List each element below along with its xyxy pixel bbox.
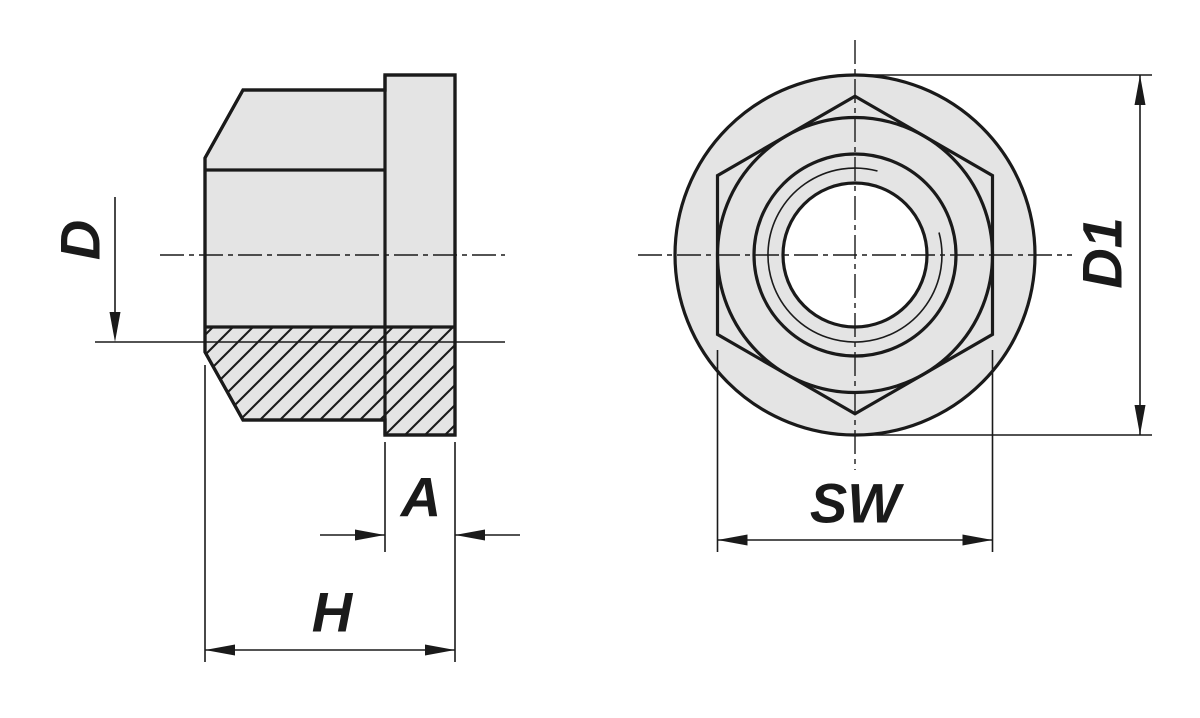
dimension-thread-diameter: D	[49, 197, 121, 342]
dim-a-arrowhead-left	[355, 529, 385, 541]
dimension-collar-width: A	[320, 442, 520, 662]
dim-h-arrowhead-left	[205, 644, 235, 656]
dim-a-arrowhead-right	[455, 529, 485, 541]
thread-circle-arc	[767, 167, 943, 343]
dim-sw-label: SW	[810, 472, 904, 535]
dimension-nut-height: H	[204, 365, 455, 662]
dim-a-label: A	[399, 466, 441, 529]
dim-d-label: D	[49, 220, 112, 260]
dim-sw-arrowhead-right	[962, 534, 993, 546]
dimension-across-flats: SW	[716, 350, 994, 552]
dim-d1-arrowhead-bottom	[1134, 405, 1146, 435]
side-view	[95, 73, 505, 437]
dim-d1-arrowhead-top	[1134, 75, 1146, 105]
dim-d-arrowhead	[109, 312, 121, 342]
front-view	[638, 40, 1072, 470]
dim-h-label: H	[312, 581, 354, 644]
dim-h-arrowhead-right	[425, 644, 455, 656]
side-view-outline	[203, 73, 457, 437]
dimension-flange-diameter: D1	[860, 74, 1152, 436]
section-hatching	[205, 327, 455, 435]
dim-sw-arrowhead-left	[717, 534, 748, 546]
dim-d1-label: D1	[1071, 217, 1134, 289]
